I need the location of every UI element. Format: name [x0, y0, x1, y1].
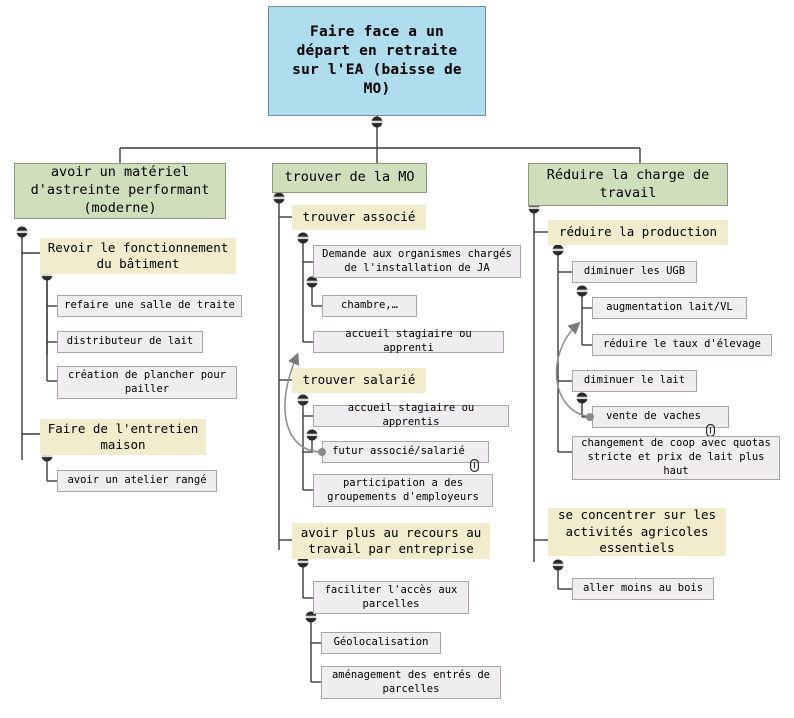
branch-label: Réduire la charge de travail [546, 166, 710, 201]
leaf-label: diminuer le lait [583, 374, 686, 387]
topic-node-reduire-production[interactable]: réduire la production [548, 220, 728, 245]
leaf-label: diminuer les UGB [583, 265, 686, 278]
topic-node-trouver-salarie[interactable]: trouver salarié [292, 368, 426, 393]
leaf-label: vente de vaches [606, 410, 701, 423]
leaf-label: réduire le taux d'élevage [602, 338, 762, 351]
leaf-node-stagiaire-apprenti[interactable]: accueil stagiaire ou apprenti [313, 328, 504, 354]
leaf-node-changement-coop[interactable]: changement de coop avec quotas stricte e… [572, 436, 780, 480]
topic-label: trouver salarié [302, 372, 416, 388]
leaf-node-futur-associe-salarie[interactable]: futur associé/salarié [322, 441, 489, 473]
leaf-node-augmentation-lait-vl[interactable]: augmentation lait/VL [592, 297, 747, 319]
leaf-label: Géolocalisation [333, 636, 429, 649]
leaf-node-reduire-taux-elevage[interactable]: réduire le taux d'élevage [592, 334, 772, 356]
leaf-label: refaire une salle de traite [64, 299, 235, 312]
leaf-node-diminuer-ugb[interactable]: diminuer les UGB [572, 261, 697, 283]
leaf-node-groupements-employeurs[interactable]: participation a des groupements d'employ… [313, 474, 493, 507]
branch-label: trouver de la MO [284, 169, 415, 186]
leaf-node-stagiaire-apprentis[interactable]: accueil stagiaire ou apprentis [313, 402, 509, 428]
leaf-node-organismes-ja[interactable]: Demande aux organismes chargés de l'inst… [313, 245, 521, 278]
topic-node-revoir-batiment[interactable]: Revoir le fonctionnement du bâtiment [40, 238, 236, 274]
branch-node-trouver-mo[interactable]: trouver de la MO [272, 163, 427, 193]
branch-node-materiel[interactable]: avoir un matériel d'astreinte performant… [14, 163, 226, 219]
topic-label: trouver associé [302, 209, 416, 225]
leaf-node-salle-de-traite[interactable]: refaire une salle de traite [57, 295, 242, 317]
leaf-label: aller moins au bois [582, 582, 704, 595]
leaf-label: chambre,… [341, 299, 398, 312]
leaf-label: Demande aux organismes chargés de l'inst… [322, 247, 512, 274]
leaf-node-vente-de-vaches[interactable]: vente de vaches [592, 406, 729, 438]
leaf-node-distributeur-lait[interactable]: distributeur de lait [57, 331, 203, 353]
topic-node-trouver-associe[interactable]: trouver associé [292, 205, 426, 230]
leaf-label: avoir un atelier rangé [67, 474, 207, 487]
attachment-paperclip-icon [469, 446, 479, 473]
leaf-label: aménagement des entrés de parcelles [331, 668, 491, 695]
leaf-node-plancher-pailler[interactable]: création de plancher pour pailler [57, 366, 237, 399]
root-node-label: Faire face a un départ en retraite sur l… [292, 23, 462, 98]
root-node[interactable]: Faire face a un départ en retraite sur l… [268, 6, 486, 116]
leaf-label: distributeur de lait [66, 335, 194, 348]
leaf-node-chambre[interactable]: chambre,… [322, 295, 417, 317]
topic-node-entretien-maison[interactable]: Faire de l'entretien maison [40, 419, 206, 455]
leaf-node-geolocalisation[interactable]: Géolocalisation [321, 632, 441, 654]
leaf-node-aller-moins-au-bois[interactable]: aller moins au bois [572, 578, 714, 600]
leaf-label: accueil stagiaire ou apprentis [347, 402, 475, 428]
leaf-label: augmentation lait/VL [606, 301, 733, 314]
branch-label: avoir un matériel d'astreinte performant… [30, 164, 210, 216]
topic-label: avoir plus au recours au travail par ent… [300, 524, 482, 557]
leaf-label: changement de coop avec quotas stricte e… [581, 437, 771, 477]
topic-node-activites-essentiels[interactable]: se concentrer sur les activités agricole… [548, 507, 726, 556]
leaf-node-diminuer-lait[interactable]: diminuer le lait [572, 370, 697, 392]
attachment-paperclip-icon [705, 411, 715, 438]
topic-label: se concentrer sur les activités agricole… [557, 507, 717, 556]
leaf-label: futur associé/salarié [332, 445, 465, 458]
branch-node-reduire-charge[interactable]: Réduire la charge de travail [528, 163, 728, 206]
topic-label: Revoir le fonctionnement du bâtiment [47, 239, 229, 272]
leaf-label: faciliter l'accès aux parcelles [324, 583, 458, 610]
leaf-node-acces-parcelles[interactable]: faciliter l'accès aux parcelles [313, 581, 469, 614]
leaf-node-atelier-range[interactable]: avoir un atelier rangé [57, 470, 217, 492]
leaf-label: participation a des groupements d'employ… [327, 476, 479, 503]
leaf-label: création de plancher pour pailler [67, 368, 227, 395]
topic-label: réduire la production [558, 224, 718, 240]
leaf-label: accueil stagiaire ou apprenti [345, 328, 472, 354]
topic-label: Faire de l'entretien maison [47, 420, 199, 453]
leaf-node-amenagement-entres[interactable]: aménagement des entrés de parcelles [321, 666, 501, 699]
topic-node-travail-entreprise[interactable]: avoir plus au recours au travail par ent… [292, 523, 490, 559]
